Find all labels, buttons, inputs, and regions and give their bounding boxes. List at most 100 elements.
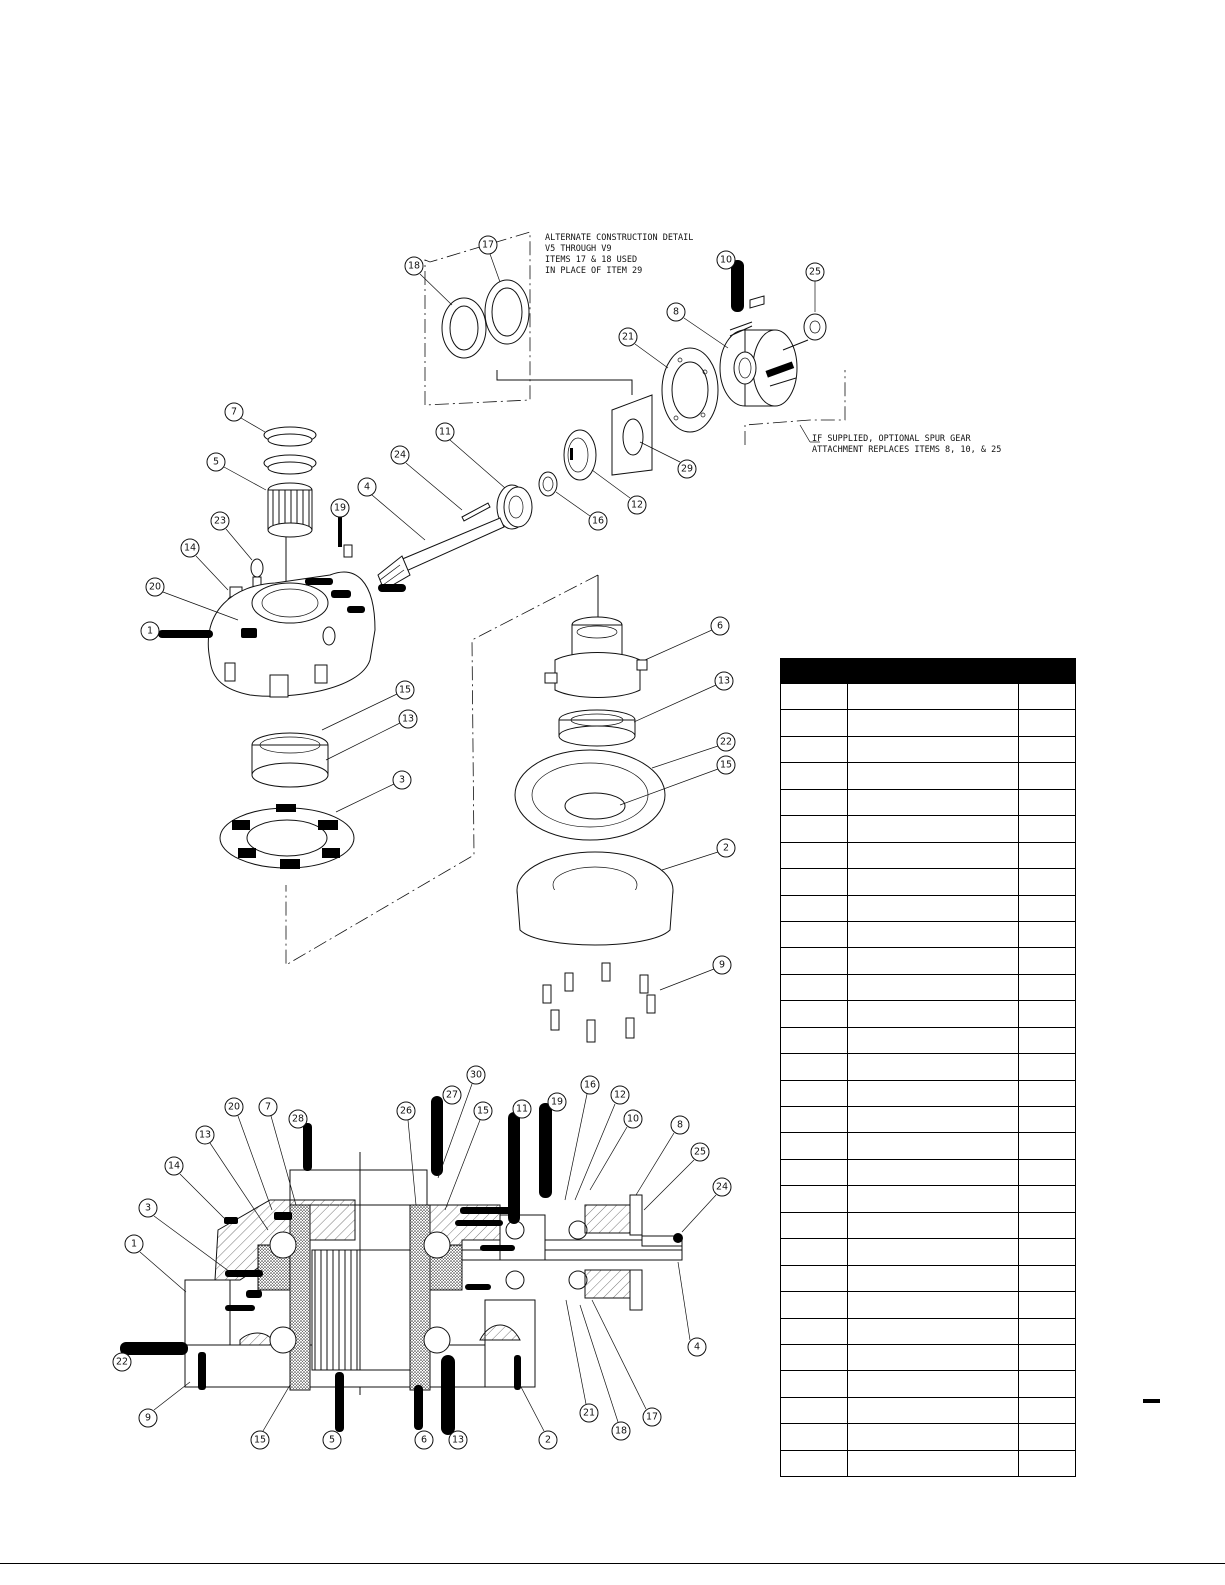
table-cell xyxy=(780,868,848,896)
callout-bubble: 17 xyxy=(478,235,501,283)
table-cell xyxy=(847,1000,1019,1028)
callout-bubble: 20 xyxy=(224,1097,273,1211)
table-cell xyxy=(1018,1317,1076,1345)
seal-29-detail xyxy=(611,394,653,476)
table-row xyxy=(780,1370,1076,1398)
table-cell xyxy=(1018,1291,1076,1319)
table-cell xyxy=(847,1238,1019,1266)
table-row xyxy=(780,735,1076,764)
callout-bubble: 24 xyxy=(390,445,463,511)
callout-bubble: 18 xyxy=(404,256,453,306)
callout-bubble: 15 xyxy=(444,1101,493,1211)
callout-bubble: 20 xyxy=(145,577,239,621)
table-cell xyxy=(1018,894,1076,922)
table-cell xyxy=(780,1053,848,1081)
svg-text:11: 11 xyxy=(439,427,451,438)
svg-text:2: 2 xyxy=(545,1435,551,1446)
svg-text:15: 15 xyxy=(399,685,411,696)
svg-text:27: 27 xyxy=(446,1090,458,1101)
svg-text:19: 19 xyxy=(334,503,346,514)
section-view xyxy=(120,1096,683,1435)
callout-bubble: 10 xyxy=(716,250,736,270)
callout-bubble: 11 xyxy=(512,1099,532,1119)
svg-text:14: 14 xyxy=(168,1161,180,1172)
alternate-construction-note: ALTERNATE CONSTRUCTION DETAIL V5 THROUGH… xyxy=(545,233,693,276)
table-cell xyxy=(1018,920,1076,949)
svg-text:2: 2 xyxy=(723,843,729,854)
table-cell xyxy=(780,894,848,922)
svg-text:13: 13 xyxy=(718,676,730,687)
callout-bubble: 17 xyxy=(591,1299,662,1427)
svg-text:12: 12 xyxy=(614,1090,626,1101)
callout-bubble: 11 xyxy=(435,422,506,489)
callout-bubble: 22 xyxy=(112,1352,132,1372)
svg-text:18: 18 xyxy=(408,261,420,272)
callout-bubble: 30 xyxy=(437,1065,486,1179)
callout-bubble: 21 xyxy=(565,1299,599,1423)
callout-bubble: 12 xyxy=(591,469,647,515)
table-cell xyxy=(780,947,848,975)
table-cell xyxy=(780,841,848,870)
ring-gear-3 xyxy=(219,804,355,869)
pinion-shaft-4 xyxy=(377,517,505,591)
table-cell xyxy=(780,1132,848,1160)
table-row xyxy=(780,815,1076,843)
housing-1 xyxy=(158,571,406,698)
table-cell xyxy=(780,1000,848,1028)
table-cell xyxy=(847,1079,1019,1108)
gasket-21 xyxy=(661,347,719,433)
table-cell xyxy=(847,1370,1019,1398)
svg-text:ATTACHMENT REPLACES ITEMS 8, 1: ATTACHMENT REPLACES ITEMS 8, 10, & 25 xyxy=(812,445,1001,455)
washer-25 xyxy=(803,313,827,341)
table-row xyxy=(780,973,1076,1002)
callout-bubble: 6 xyxy=(644,616,730,661)
spacer-16 xyxy=(538,471,558,497)
callout-bubble: 5 xyxy=(206,452,267,491)
svg-text:3: 3 xyxy=(399,775,405,786)
callout-bubble: 15 xyxy=(619,755,736,806)
svg-text:13: 13 xyxy=(452,1435,464,1446)
table-row xyxy=(780,1026,1076,1055)
housing-cover-2 xyxy=(516,851,674,946)
table-row xyxy=(780,1105,1076,1134)
locknut-17 xyxy=(484,279,530,345)
table-row xyxy=(780,1053,1076,1081)
table-cell xyxy=(847,1396,1019,1425)
svg-text:21: 21 xyxy=(622,332,634,343)
table-cell xyxy=(1018,1211,1076,1240)
svg-text:14: 14 xyxy=(184,543,196,554)
svg-text:15: 15 xyxy=(254,1435,266,1446)
table-cell xyxy=(1018,1423,1076,1451)
table-cell xyxy=(780,735,848,764)
table-cell xyxy=(780,788,848,817)
callout-bubble: 23 xyxy=(210,511,253,561)
table-cell xyxy=(847,815,1019,843)
table-row xyxy=(780,1211,1076,1240)
table-cell xyxy=(780,815,848,843)
table-cell xyxy=(847,1026,1019,1055)
svg-text:7: 7 xyxy=(231,407,237,418)
table-cell xyxy=(847,1317,1019,1345)
callout-bubble: 16 xyxy=(555,491,608,531)
callout-bubble: 9 xyxy=(138,1381,191,1428)
callout-bubble: 14 xyxy=(164,1156,225,1219)
table-cell xyxy=(780,1291,848,1319)
table-row xyxy=(780,682,1076,711)
svg-text:8: 8 xyxy=(673,307,679,318)
table-cell xyxy=(780,1423,848,1451)
table-cell xyxy=(847,1423,1019,1451)
spur-gear-note: IF SUPPLIED, OPTIONAL SPUR GEAR ATTACHME… xyxy=(812,434,1001,455)
table-cell xyxy=(1018,1238,1076,1266)
table-cell xyxy=(847,1291,1019,1319)
callout-bubble: 15 xyxy=(250,1384,291,1450)
svg-text:25: 25 xyxy=(809,267,821,278)
svg-text:ALTERNATE CONSTRUCTION DETAIL: ALTERNATE CONSTRUCTION DETAIL xyxy=(545,233,693,243)
svg-text:19: 19 xyxy=(551,1097,563,1108)
table-cell xyxy=(1018,682,1076,711)
svg-text:30: 30 xyxy=(470,1070,482,1081)
svg-text:5: 5 xyxy=(329,1435,335,1446)
callout-bubble: 7 xyxy=(258,1097,297,1206)
table-cell xyxy=(780,1158,848,1187)
svg-text:ITEMS 17 & 18 USED: ITEMS 17 & 18 USED xyxy=(545,255,637,265)
table-header xyxy=(780,658,1076,684)
